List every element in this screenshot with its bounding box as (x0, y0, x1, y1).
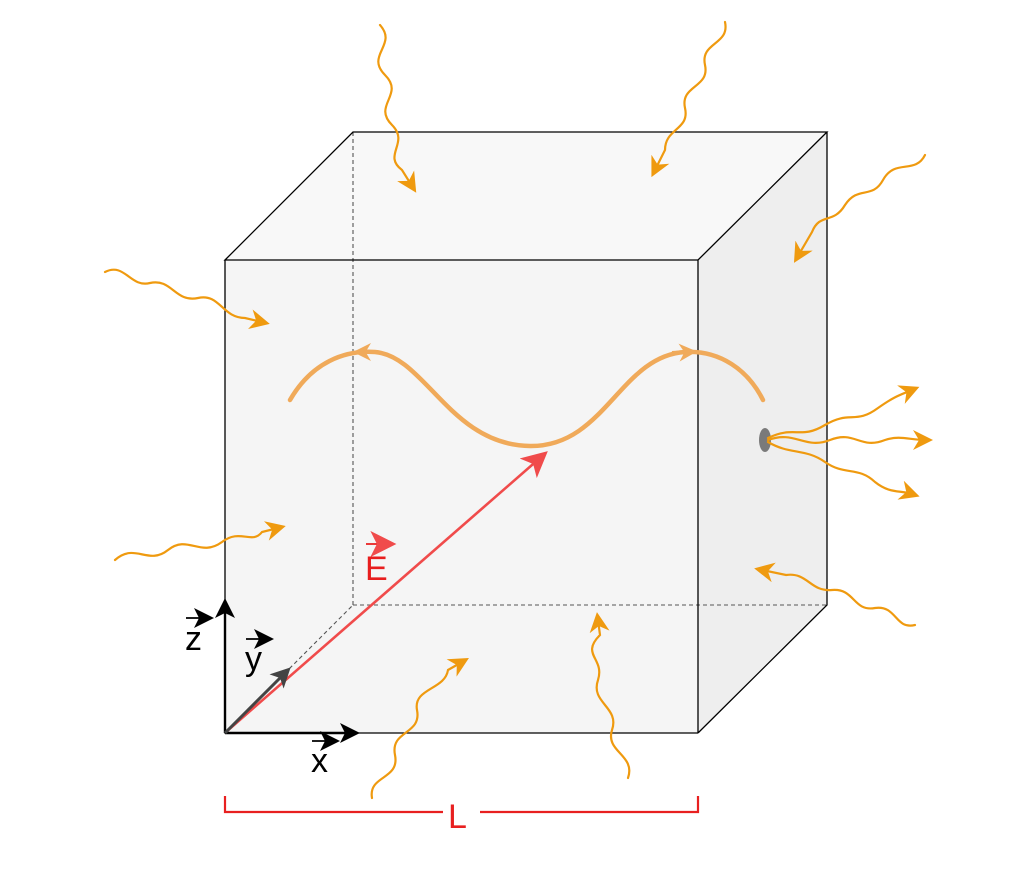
standing-wave-arrow-right (671, 343, 697, 362)
cube-top-face (225, 132, 827, 260)
incoming-radiation-left-top-icon (103, 268, 270, 329)
outgoing-radiation (766, 385, 933, 500)
length-marker (223, 796, 700, 814)
cube (223, 131, 829, 734)
hole-icon (759, 428, 771, 452)
axis-y-arrow (223, 667, 291, 735)
incoming-radiation-left-bottom-icon (113, 521, 286, 562)
incoming-radiation-top-right-icon (651, 20, 727, 178)
field-vector-label: E (365, 550, 388, 588)
axis-z-label: z (185, 620, 202, 658)
incoming-radiation-top-left-icon (377, 23, 417, 193)
incoming-radiation-bottom-left-icon (370, 658, 469, 800)
length-label: L (448, 798, 467, 836)
cube-front-face (225, 260, 698, 733)
incoming-radiation-right-bottom-icon (754, 562, 917, 627)
axis-x-label: x (311, 742, 328, 780)
outgoing-radiation-middle-icon (766, 429, 933, 450)
axis-y-label: y (245, 640, 262, 678)
incoming-radiation-bottom-right-icon (589, 612, 631, 780)
incoming-radiation (103, 20, 927, 800)
outgoing-radiation-lower-icon (766, 440, 920, 500)
incoming-radiation-right-top-icon (793, 153, 927, 263)
cube-visible-edges (223, 131, 829, 734)
outgoing-radiation-upper-icon (766, 385, 920, 440)
